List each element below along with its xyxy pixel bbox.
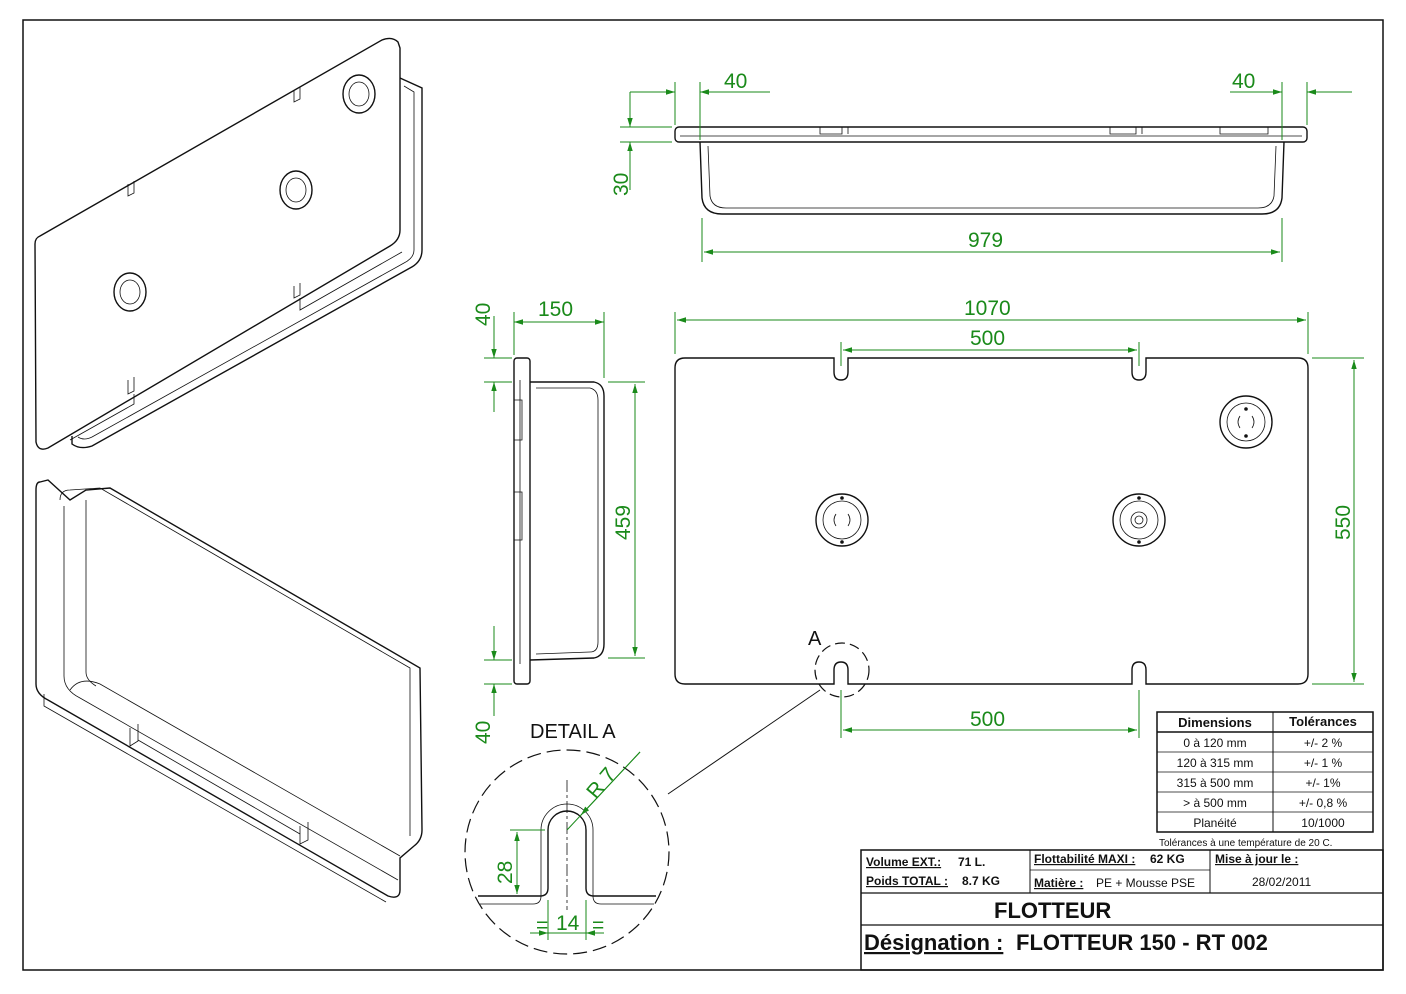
designation-value: FLOTTEUR 150 - RT 002: [1016, 930, 1268, 955]
tol-note: Tolérances à une température de 20 C.: [1159, 838, 1332, 849]
update-value: 28/02/2011: [1252, 875, 1311, 889]
tol-header-tolerances: Tolérances: [1289, 714, 1357, 729]
dim-front-height: 550: [1332, 505, 1355, 540]
detail-a-title: DETAIL A: [530, 721, 616, 743]
dim-top-right: 40: [1232, 70, 1255, 93]
detail-a-marker: [814, 642, 870, 698]
buoyancy-label: Flottabilité MAXI :: [1034, 852, 1135, 866]
tol-row-5-dim: Planéité: [1193, 816, 1237, 830]
tol-row-3-dim: 315 à 500 mm: [1177, 776, 1254, 790]
tol-row-1-tol: +/- 2 %: [1304, 736, 1343, 750]
dim-side-height: 459: [612, 505, 635, 540]
dim-side-bottom: 40: [472, 721, 495, 744]
tol-row-4-dim: > à 500 mm: [1183, 796, 1247, 810]
detail-equal-left: =: [536, 914, 548, 937]
dim-top-left: 40: [724, 70, 747, 93]
dim-front-slot-top: 500: [970, 327, 1005, 350]
dim-top-height: 30: [610, 173, 633, 196]
designation-label: Désignation :: [864, 930, 1003, 955]
dim-front-slot-bottom: 500: [970, 708, 1005, 731]
plug-plan-1: [815, 493, 869, 547]
top-view: 40 40 30 979: [610, 70, 1352, 262]
plan-view: A 1070 500 500 550: [667, 297, 1364, 795]
dim-side-top: 40: [472, 303, 495, 326]
title-block: Volume EXT.: 71 L. Poids TOTAL : 8.7 KG …: [860, 849, 1384, 971]
tol-row-2-dim: 120 à 315 mm: [1177, 756, 1254, 770]
side-view: 150 40 459 40: [472, 298, 645, 744]
detail-radius: R 7: [582, 763, 621, 803]
material-label: Matière :: [1034, 876, 1083, 890]
detail-a-label: A: [808, 628, 822, 650]
isometric-view-top: [34, 37, 423, 450]
plug-plan-3: [1219, 395, 1273, 449]
drawing-frame: [22, 19, 1384, 971]
tol-row-1-dim: 0 à 120 mm: [1183, 736, 1246, 750]
tol-row-4-tol: +/- 0,8 %: [1299, 796, 1348, 810]
plug-iso-3: [113, 272, 147, 312]
detail-width: 14: [556, 912, 580, 935]
detail-equal-right: =: [592, 914, 604, 937]
tol-row-3-tol: +/- 1%: [1305, 776, 1340, 790]
plug-iso-2: [279, 170, 313, 210]
part-name: FLOTTEUR: [994, 898, 1111, 923]
weight-value: 8.7 KG: [962, 874, 1000, 888]
volume-label: Volume EXT.:: [866, 855, 941, 869]
tol-row-2-tol: +/- 1 %: [1304, 756, 1343, 770]
plug-iso-1: [342, 74, 376, 114]
dim-front-total: 1070: [964, 297, 1011, 320]
tol-row-5-tol: 10/1000: [1301, 816, 1345, 830]
volume-value: 71 L.: [958, 855, 985, 869]
material-value: PE + Mousse PSE: [1096, 876, 1195, 890]
weight-label: Poids TOTAL :: [866, 874, 948, 888]
isometric-view-bottom: [35, 479, 423, 903]
plug-plan-2: [1112, 493, 1166, 547]
update-label: Mise à jour le :: [1215, 852, 1298, 866]
detail-a-view: DETAIL A R 7 28 14 = =: [464, 721, 670, 955]
tolerance-table: Dimensions Tolérances 0 à 120 mm +/- 2 %…: [1156, 711, 1374, 849]
buoyancy-value: 62 KG: [1150, 852, 1185, 866]
tol-header-dimensions: Dimensions: [1178, 715, 1252, 730]
dim-top-length: 979: [968, 229, 1003, 252]
dim-side-width: 150: [538, 298, 573, 321]
detail-depth: 28: [494, 861, 517, 884]
